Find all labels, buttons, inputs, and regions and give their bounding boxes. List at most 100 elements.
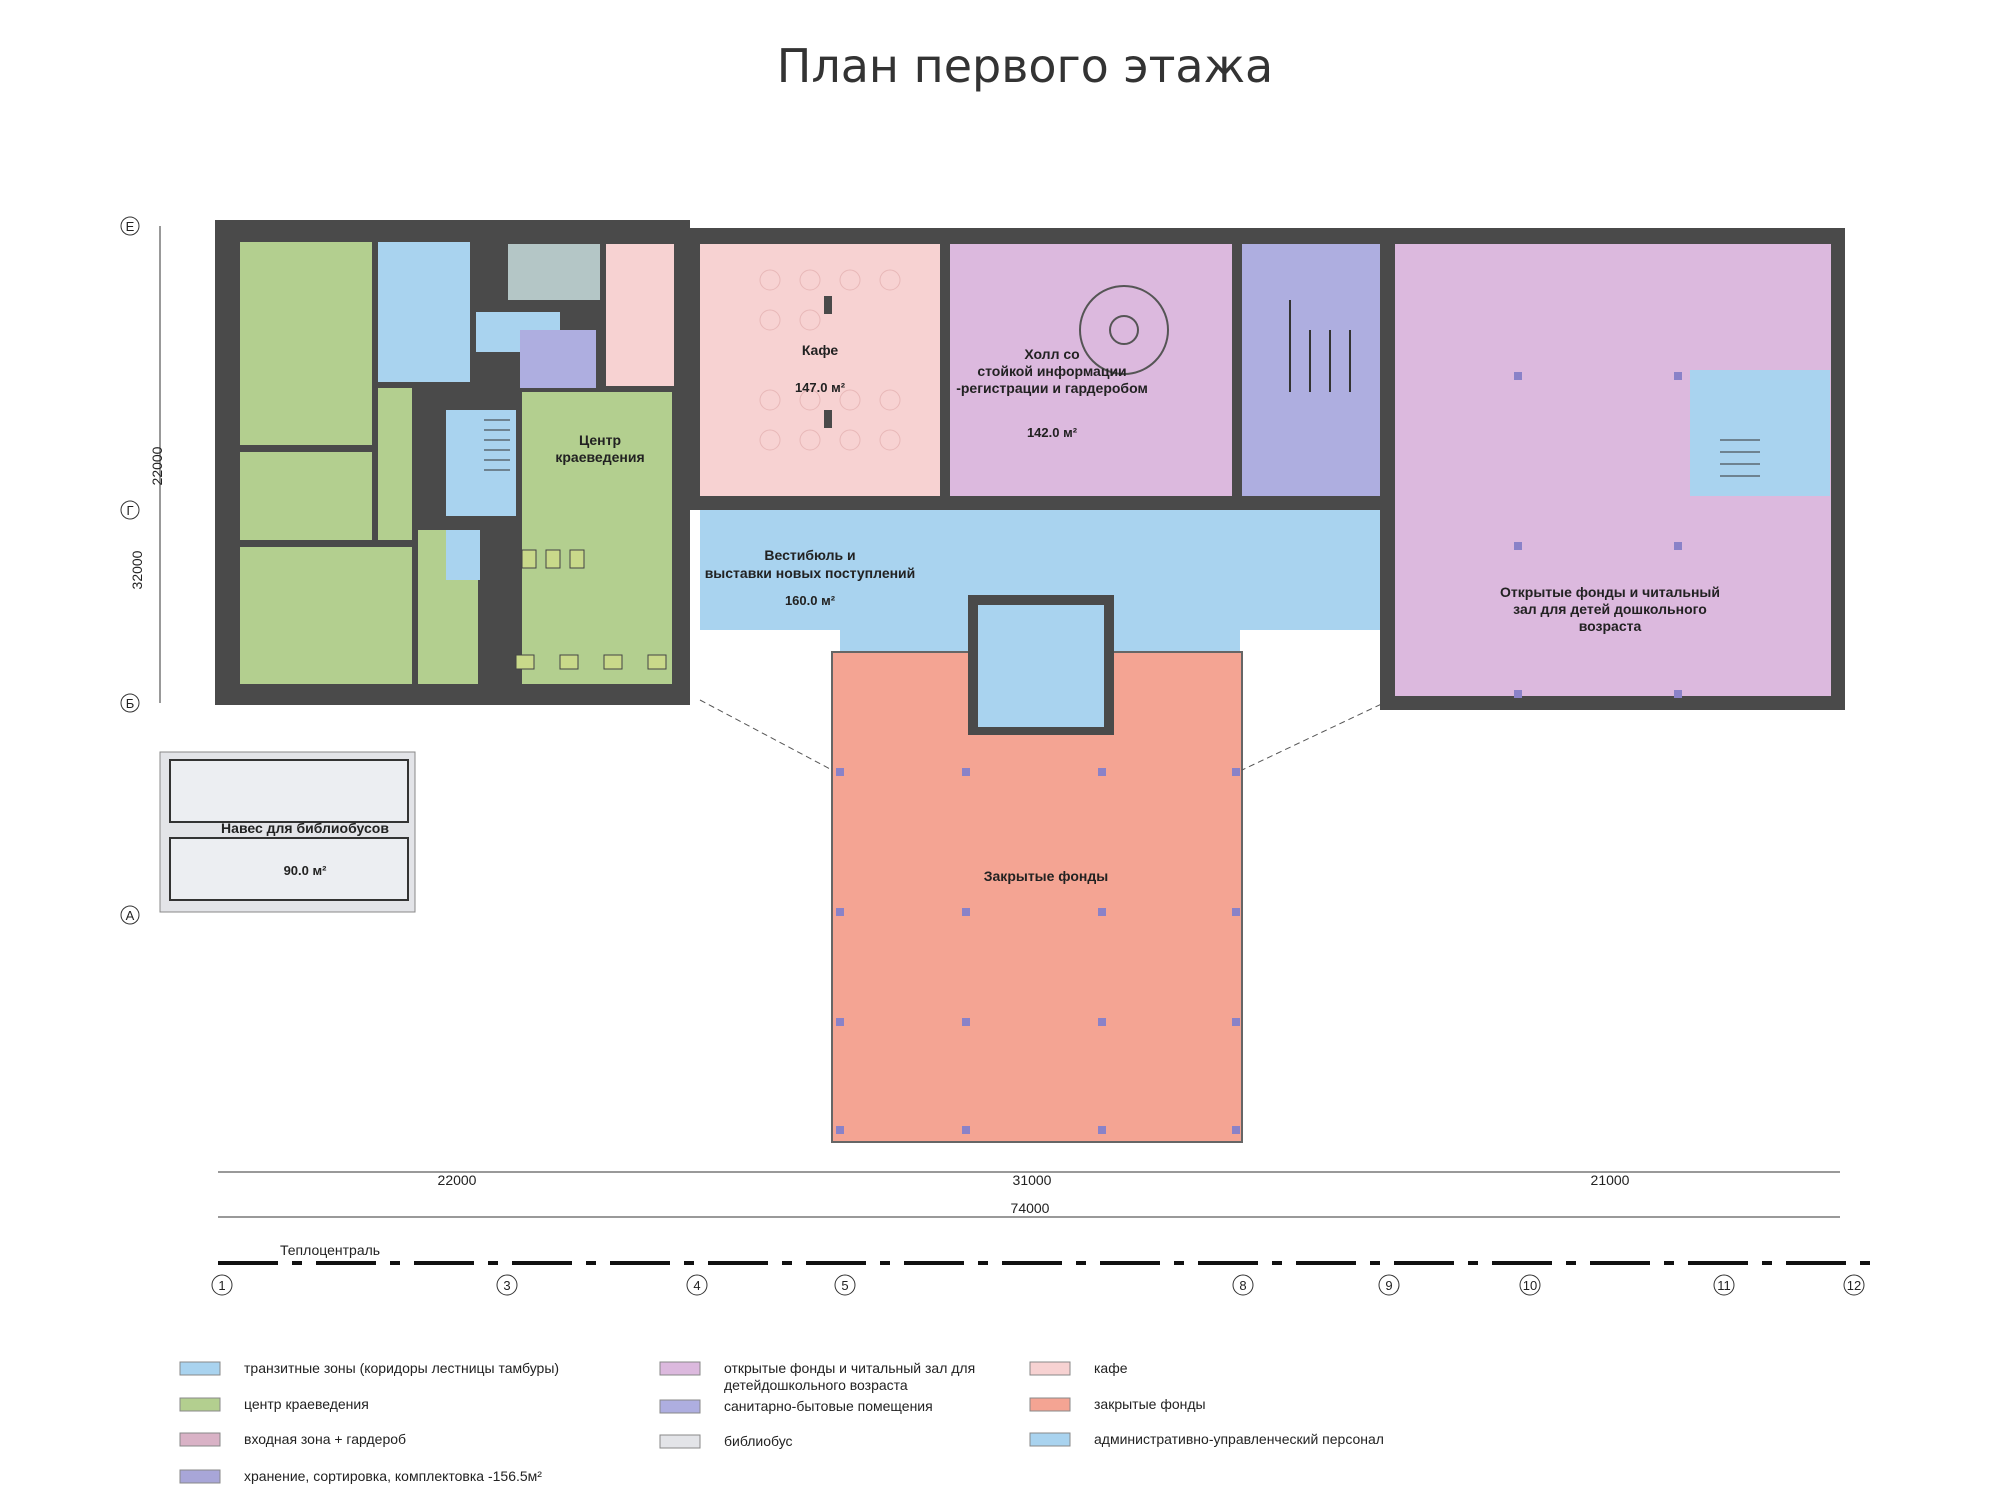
dim-31000: 31000 (1013, 1172, 1052, 1188)
toilet-stalls (1289, 300, 1351, 392)
page-title: План первого этажа (777, 39, 1274, 93)
stair-lines-left (484, 419, 510, 471)
axis-row-marker (120, 905, 140, 925)
legend-swatch (659, 1361, 701, 1376)
row-axes: Е Г Б А 22000 32000 (120, 216, 165, 925)
bus-canopy: Навес для библиобусов 90.0 м² (159, 751, 416, 913)
label-centr-1: Центр (579, 432, 621, 448)
dim-21000: 21000 (1591, 1172, 1630, 1188)
column-axes: 1 3 4 5 8 9 10 11 12 (211, 1274, 1865, 1296)
axis-col-1: 1 (218, 1278, 225, 1293)
bus-1 (169, 759, 409, 823)
legend-label: закрытые фонды (1094, 1396, 1206, 1412)
room-holl (950, 244, 1232, 496)
axis-row-E: Е (126, 219, 135, 234)
label-otkrytye-2: зал для детей дошкольного (1513, 601, 1707, 617)
columns-right (1514, 372, 1682, 698)
label-vestibul-1: Вестибюль и (764, 547, 855, 563)
right-wing: Открытые фонды и читальный зал для детей… (1380, 228, 1845, 710)
label-otkrytye-1: Открытые фонды и читальный (1500, 584, 1720, 600)
axis-row-marker (120, 216, 140, 236)
label-holl-1: Холл со (1024, 346, 1079, 362)
dimension-lines: 22000 31000 21000 74000 Теплоцентраль (218, 1171, 1880, 1265)
room-green-1 (240, 242, 372, 445)
area-kafe: 147.0 м² (795, 380, 846, 395)
axis-col-9: 9 (1385, 1278, 1392, 1293)
legend-label: открытые фонды и читальный зал для (724, 1360, 975, 1376)
room-pink-small (606, 244, 674, 386)
room-grey-tech (508, 244, 600, 300)
legend-swatch (1029, 1397, 1071, 1412)
legend-label: входная зона + гардероб (244, 1431, 406, 1447)
label-vestibul-2: выставки новых поступлений (705, 565, 916, 581)
axis-col-4: 4 (693, 1278, 700, 1293)
bus-2 (169, 837, 409, 901)
axis-row-A: А (126, 908, 135, 923)
legend-label: санитарно-бытовые помещения (724, 1398, 933, 1414)
cafe-tables (759, 269, 901, 451)
label-kafe: Кафе (802, 342, 839, 358)
label-holl-2: стойкой информации (977, 363, 1126, 379)
label-otkrytye-3: возраста (1579, 618, 1642, 634)
room-sanitary-left (520, 330, 596, 388)
room-green-2 (240, 452, 372, 540)
legend-label: центр краеведения (244, 1396, 369, 1412)
legend-swatch (179, 1361, 221, 1376)
legend-swatch (1029, 1361, 1071, 1376)
dim-22000: 22000 (438, 1172, 477, 1188)
legend-label: хранение, сортировка, комплектовка -156.… (244, 1468, 542, 1484)
cafe-columns (824, 296, 832, 428)
legend-swatch (179, 1432, 221, 1447)
axis-col-11: 11 (1717, 1278, 1731, 1293)
legend-swatch (659, 1399, 701, 1414)
area-naves: 90.0 м² (284, 863, 328, 878)
area-holl: 142.0 м² (1027, 425, 1078, 440)
room-sanitary (1242, 244, 1382, 496)
dim-v2: 32000 (129, 550, 145, 589)
axis-row-B: Б (126, 696, 135, 711)
area-vestibul: 160.0 м² (785, 593, 836, 608)
label-holl-3: -регистрации и гардеробом (956, 380, 1148, 396)
legend-swatch (179, 1469, 221, 1484)
legend-swatch (1029, 1432, 1071, 1447)
room-stair-right (1690, 370, 1830, 496)
axis-row-G: Г (126, 503, 133, 518)
room-centr-kraevedeniya (522, 392, 672, 684)
axis-row-marker (120, 500, 140, 520)
room-transit-3 (446, 530, 480, 580)
room-kafe (700, 244, 940, 496)
legend-label: транзитные зоны (коридоры лестницы тамбу… (244, 1360, 559, 1376)
legend-label-2: детейдошкольного возраста (724, 1377, 908, 1393)
heat-line-label: Теплоцентраль (280, 1242, 380, 1258)
axis-col-8: 8 (1239, 1278, 1246, 1293)
label-naves: Навес для библиобусов (221, 820, 389, 836)
axis-row-marker (120, 693, 140, 713)
label-zakrytye: Закрытые фонды (984, 868, 1108, 884)
axis-col-3: 3 (503, 1278, 510, 1293)
center-north: Кафе 147.0 м² Холл со стойкой информации… (690, 228, 1390, 510)
dim-74000: 74000 (1011, 1200, 1050, 1216)
canopy-lines (699, 699, 1391, 771)
columns-closed (836, 768, 1240, 1134)
stair-core-inner (978, 605, 1104, 727)
legend-label: кафе (1094, 1360, 1128, 1376)
closed-storage: Закрытые фонды (699, 595, 1391, 1143)
label-centr-2: краеведения (555, 449, 644, 465)
stair-lines-right (1720, 439, 1760, 477)
room-transit-1 (378, 242, 470, 382)
room-stair-left (446, 410, 516, 516)
left-wing: Центр краеведения (215, 220, 690, 705)
axis-col-10: 10 (1523, 1278, 1537, 1293)
room-green-3 (240, 547, 412, 684)
legend: транзитные зоны (коридоры лестницы тамбу… (179, 1360, 1384, 1484)
reception-desk (1079, 285, 1169, 375)
legend-label: административно-управленческий персонал (1094, 1431, 1384, 1447)
room-green-4 (378, 388, 412, 540)
legend-swatch (659, 1434, 701, 1449)
dim-v1: 22000 (149, 446, 165, 485)
legend-swatch (179, 1397, 221, 1412)
axis-col-12: 12 (1847, 1278, 1861, 1293)
legend-label: библиобус (724, 1433, 793, 1449)
axis-col-5: 5 (841, 1278, 848, 1293)
